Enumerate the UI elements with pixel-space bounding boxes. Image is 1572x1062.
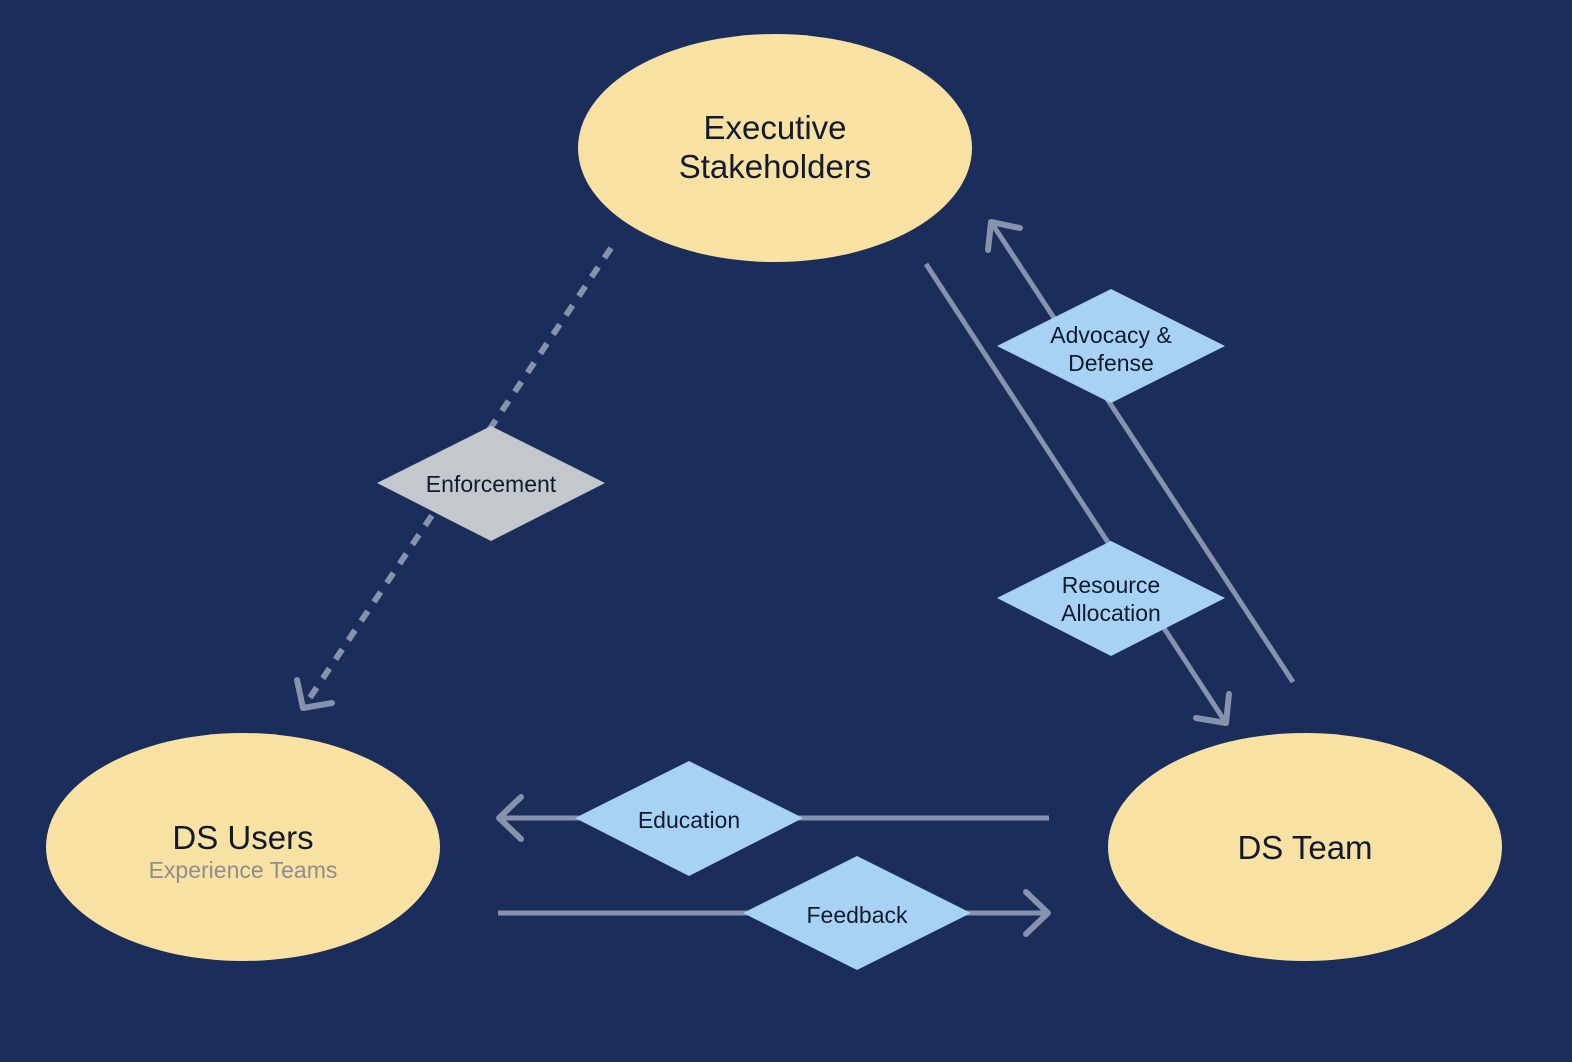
enforcement-label: Enforcement <box>426 471 557 497</box>
diamond-shape <box>743 856 971 970</box>
enforcement-diamond: Enforcement <box>377 426 605 541</box>
arrowhead-icon <box>294 677 335 711</box>
advocacy-connector <box>985 219 1296 684</box>
executive-title-line1: Executive <box>703 109 846 146</box>
users-title: DS Users <box>172 819 313 856</box>
advocacy-label-line2: Defense <box>1068 350 1154 376</box>
resource-label-line1: Resource <box>1062 572 1160 598</box>
education-label: Education <box>638 807 740 833</box>
executive-stakeholders-node: Executive Stakeholders <box>578 34 972 262</box>
arrowhead-icon <box>985 219 1023 253</box>
executive-ellipse <box>578 34 972 262</box>
resource-connector <box>923 262 1232 726</box>
diamond-shape <box>997 541 1225 656</box>
diamond-shape <box>575 761 803 876</box>
team-ellipse <box>1108 733 1502 961</box>
feedback-diamond: Feedback <box>743 856 971 970</box>
team-title: DS Team <box>1237 829 1372 866</box>
arrowhead-icon <box>496 794 524 842</box>
feedback-label: Feedback <box>806 902 908 928</box>
users-ellipse <box>46 733 440 961</box>
diamond-shape <box>997 289 1225 403</box>
executive-title-line2: Stakeholders <box>679 148 872 185</box>
education-diamond: Education <box>575 761 803 876</box>
resource-diamond: Resource Allocation <box>997 541 1225 656</box>
arrowhead-icon <box>1023 889 1051 937</box>
users-subtitle: Experience Teams <box>149 857 338 883</box>
ds-users-node: DS Users Experience Teams <box>46 733 440 961</box>
arrowhead-icon <box>1193 691 1232 726</box>
ds-team-node: DS Team <box>1108 733 1502 961</box>
advocacy-label-line1: Advocacy & <box>1050 322 1171 348</box>
advocacy-diamond: Advocacy & Defense <box>997 289 1225 403</box>
resource-label-line2: Allocation <box>1061 600 1161 626</box>
diamond-shape <box>377 426 605 541</box>
enforcement-connector <box>294 246 614 711</box>
